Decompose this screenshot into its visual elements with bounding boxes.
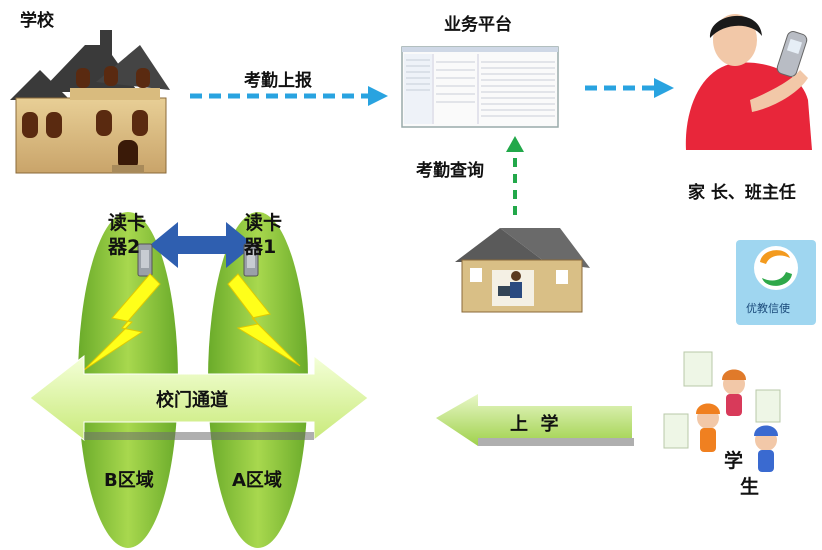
app-logo-icon bbox=[736, 240, 816, 325]
reader2-label-line1: 读卡 bbox=[108, 212, 147, 234]
reader-link-arrow bbox=[150, 222, 254, 268]
platform-label: 业务平台 bbox=[444, 15, 512, 35]
platform-window-icon bbox=[401, 46, 559, 128]
attendance-query-label: 考勤查询 bbox=[416, 161, 484, 181]
school-building-icon bbox=[10, 30, 170, 174]
students-label-line1: 学 bbox=[724, 450, 744, 472]
go-to-school-label: 上 学 bbox=[510, 414, 559, 435]
school-label: 学校 bbox=[20, 11, 54, 31]
signal-lightning-left bbox=[83, 273, 161, 371]
parent-teacher-icon bbox=[685, 14, 812, 150]
students-icon bbox=[663, 351, 781, 472]
reader1-label-line1: 读卡 bbox=[244, 212, 283, 234]
gate-channel-arrow bbox=[29, 354, 369, 442]
reader2-label-line2: 器2 bbox=[108, 236, 141, 258]
notify-arrow bbox=[585, 78, 674, 98]
reader1-device-icon bbox=[243, 243, 259, 277]
gate-channel-label: 校门通道 bbox=[156, 390, 228, 411]
office-building-icon bbox=[455, 228, 590, 313]
attendance-report-label: 考勤上报 bbox=[244, 71, 312, 91]
reader1-label-line2: 器1 bbox=[244, 236, 277, 258]
reader2-device-icon bbox=[137, 243, 153, 277]
query-arrow bbox=[506, 136, 524, 215]
zone-a-label: A区域 bbox=[232, 470, 282, 491]
students-label-line2: 生 bbox=[740, 476, 760, 498]
report-arrow bbox=[190, 86, 388, 106]
go-to-school-arrow bbox=[436, 394, 634, 446]
zone-b-label: B区域 bbox=[104, 470, 154, 491]
app-name-label: 优教信使 bbox=[746, 302, 790, 315]
parents-label: 家 长、班主任 bbox=[688, 183, 796, 203]
signal-lightning-right bbox=[227, 273, 301, 367]
